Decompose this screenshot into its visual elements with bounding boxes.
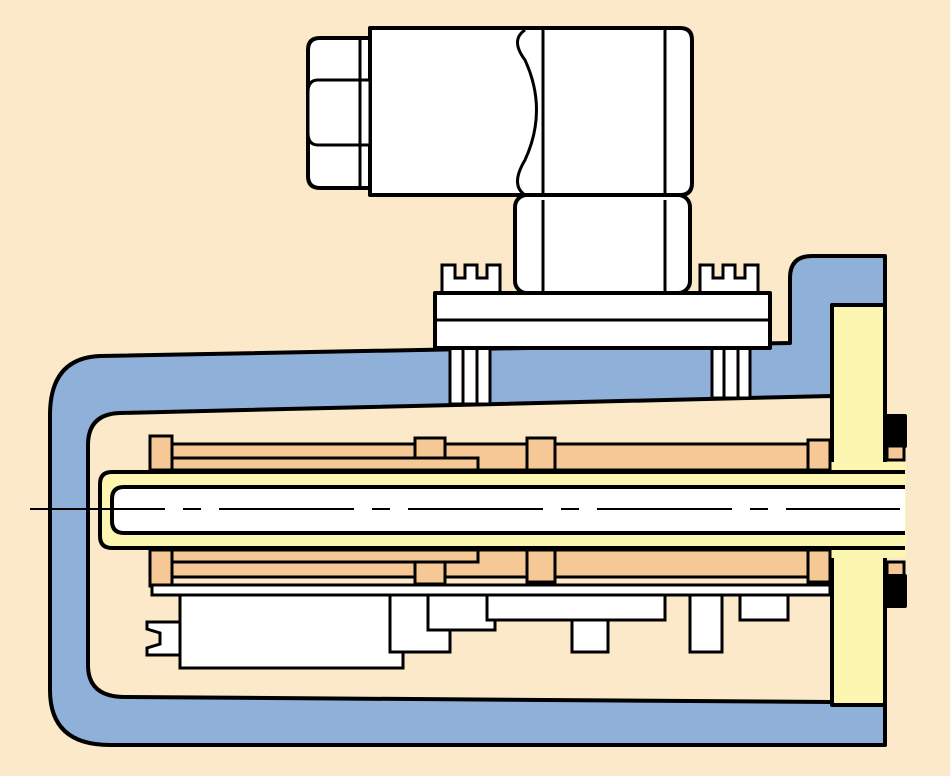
connector: [306, 26, 694, 295]
seal-top: [884, 414, 907, 448]
bolts: [440, 263, 760, 406]
lower-components: [145, 583, 832, 670]
bearing-bottom: [148, 548, 832, 588]
seal-top-ring: [885, 444, 906, 462]
seal-bottom-ring: [885, 560, 906, 578]
seal-bottom: [884, 574, 907, 608]
